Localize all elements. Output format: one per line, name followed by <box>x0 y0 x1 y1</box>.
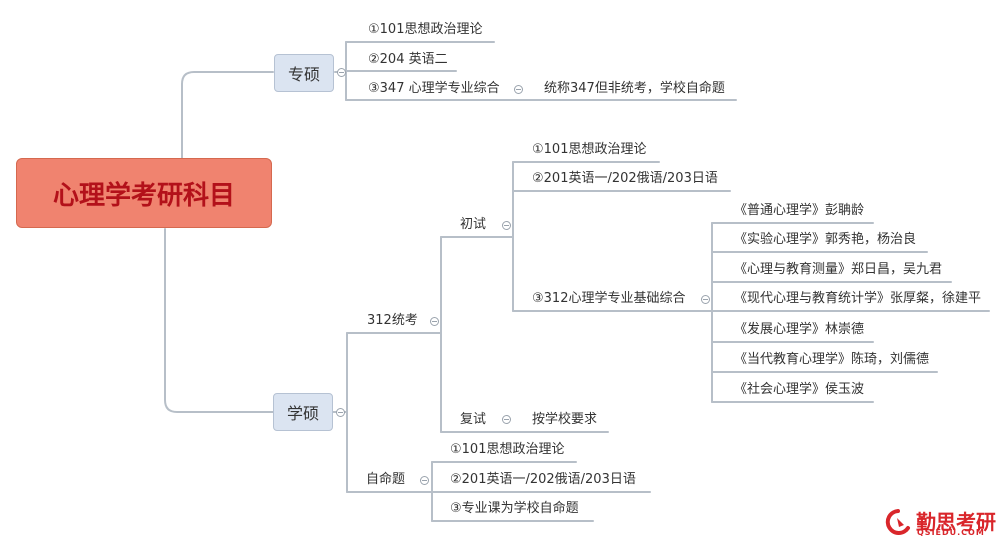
chushi-item-2[interactable]: ②201英语一/202俄语/203日语 <box>532 171 718 186</box>
book-item-1[interactable]: 《普通心理学》彭聃龄 <box>734 203 865 218</box>
collapse-zhuanshuo-icon[interactable] <box>337 68 346 77</box>
book-item-7[interactable]: 《社会心理学》侯玉波 <box>734 382 865 397</box>
collapse-fushi-icon[interactable] <box>502 415 511 424</box>
logo-mark-icon <box>885 509 910 535</box>
book-item-5[interactable]: 《发展心理学》林崇德 <box>734 322 865 337</box>
book-item-3[interactable]: 《心理与教育测量》郑日昌，吴九君 <box>734 262 943 277</box>
zhuanshuo-item-3[interactable]: ③347 心理学专业综合 <box>368 81 500 96</box>
collapse-ziming-icon[interactable] <box>420 476 429 485</box>
root-topic-label: 心理学考研科目 <box>52 180 235 211</box>
collapse-chushi-icon[interactable] <box>502 221 511 230</box>
chushi-item-3[interactable]: ③312心理学专业基础综合 <box>532 291 686 306</box>
fushi-node[interactable]: 复试 <box>460 412 487 427</box>
ziming-item-1[interactable]: ①101思想政治理论 <box>450 442 565 457</box>
branch-xueshuo-label: 学硕 <box>286 404 319 423</box>
root-topic[interactable]: 心理学考研科目 <box>16 158 272 228</box>
book-item-6[interactable]: 《当代教育心理学》陈琦，刘儒德 <box>734 352 930 367</box>
logo-url: QSIEDU.COM <box>917 528 985 537</box>
branch-zhuanshuo[interactable]: 专硕 <box>274 54 334 92</box>
ziming-item-2[interactable]: ②201英语一/202俄语/203日语 <box>450 472 636 487</box>
zhuanshuo-item-2[interactable]: ②204 英语二 <box>368 52 448 67</box>
logo-name: 勤思考研 <box>916 510 996 534</box>
collapse-312-icon[interactable] <box>701 295 710 304</box>
ziming-item-3[interactable]: ③专业课为学校自命题 <box>450 501 579 516</box>
book-item-2[interactable]: 《实验心理学》郭秀艳，杨治良 <box>734 232 917 247</box>
chushi-item-1[interactable]: ①101思想政治理论 <box>532 142 647 157</box>
book-item-4[interactable]: 《现代心理与教育统计学》张厚粲，徐建平 <box>734 291 982 306</box>
zhuanshuo-347-note[interactable]: 统称347但非统考，学校自命题 <box>544 81 725 96</box>
branch-zhuanshuo-label: 专硕 <box>287 65 320 84</box>
ziming-node[interactable]: 自命题 <box>366 472 406 487</box>
fushi-note[interactable]: 按学校要求 <box>532 412 598 427</box>
collapse-347-icon[interactable] <box>514 85 523 94</box>
collapse-tongkao-icon[interactable] <box>430 317 439 326</box>
collapse-xueshuo-icon[interactable] <box>336 408 345 417</box>
chushi-node[interactable]: 初试 <box>460 217 487 232</box>
tongkao-node[interactable]: 312统考 <box>367 313 418 328</box>
zhuanshuo-item-1[interactable]: ①101思想政治理论 <box>368 22 483 37</box>
branch-xueshuo[interactable]: 学硕 <box>273 393 333 431</box>
qsiedu-logo: 勤思考研 QSIEDU.COM <box>884 506 1007 538</box>
